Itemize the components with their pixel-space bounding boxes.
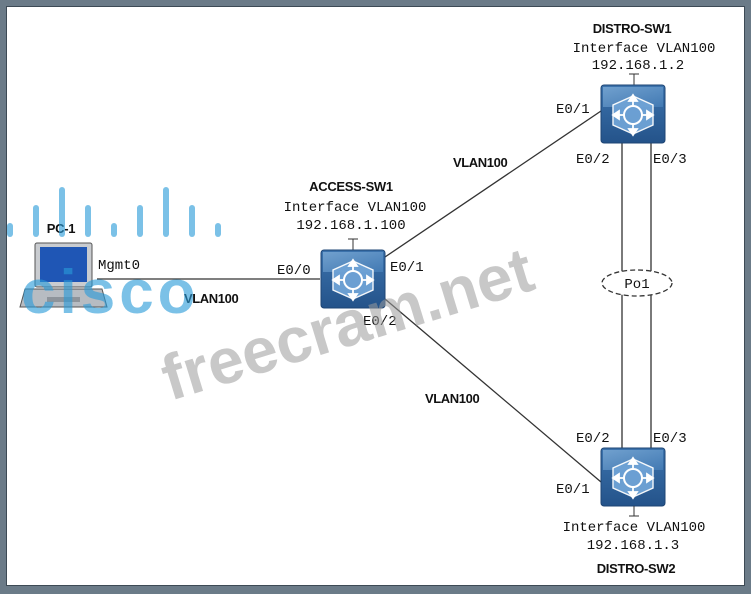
distro-sw2-port-e0-3: E0/3 — [653, 431, 687, 447]
link-access-distro1-vlan: VLAN100 — [453, 155, 507, 170]
cisco-wordmark: cisco — [21, 258, 200, 327]
cisco-bars-icon — [7, 187, 221, 237]
port-channel-label: Po1 — [624, 277, 649, 293]
access-sw1-switch — [320, 238, 386, 309]
distro-sw1-ip: 192.168.1.2 — [592, 58, 684, 74]
distro-sw2-interface: Interface VLAN100 — [563, 520, 706, 536]
distro-sw1-name: DISTRO-SW1 — [593, 21, 672, 36]
network-links — [97, 110, 652, 483]
access-sw1-port-e0-1: E0/1 — [390, 260, 424, 276]
link-access-distro1 — [384, 110, 602, 258]
network-diagram-canvas: Po1 PC-1 Mgmt0 VLAN100 ACCESS-SW1 Interf… — [6, 6, 745, 586]
distro-sw2-ip: 192.168.1.3 — [587, 538, 679, 554]
distro-sw2-port-e0-2: E0/2 — [576, 431, 610, 447]
link-access-distro2-vlan: VLAN100 — [425, 391, 479, 406]
distro-sw1-interface: Interface VLAN100 — [573, 41, 716, 57]
distro-sw1-switch — [600, 73, 666, 144]
pc-1-laptop: PC-1 — [19, 221, 108, 308]
access-sw1-port-e0-0: E0/0 — [277, 263, 311, 279]
access-sw1-name: ACCESS-SW1 — [309, 179, 393, 194]
distro-sw1-port-e0-2: E0/2 — [576, 152, 610, 168]
access-sw1-port-e0-2: E0/2 — [363, 314, 397, 330]
distro-sw1-port-e0-3: E0/3 — [653, 152, 687, 168]
cisco-logo-watermark: cisco — [7, 187, 221, 327]
access-sw1-ip: 192.168.1.100 — [296, 218, 405, 234]
distro-sw2-switch — [600, 447, 666, 517]
access-sw1-interface: Interface VLAN100 — [284, 200, 427, 216]
distro-sw2-name: DISTRO-SW2 — [597, 561, 676, 576]
distro-sw2-port-e0-1: E0/1 — [556, 482, 590, 498]
link-access-distro2 — [384, 298, 602, 483]
port-channel-po1: Po1 — [601, 269, 673, 297]
pc-1-mgmt0-port: Mgmt0 — [98, 258, 140, 274]
link-pc-access-vlan: VLAN100 — [184, 291, 238, 306]
network-topology: Po1 PC-1 Mgmt0 VLAN100 ACCESS-SW1 Interf… — [7, 21, 716, 576]
distro-sw1-port-e0-1: E0/1 — [556, 102, 590, 118]
